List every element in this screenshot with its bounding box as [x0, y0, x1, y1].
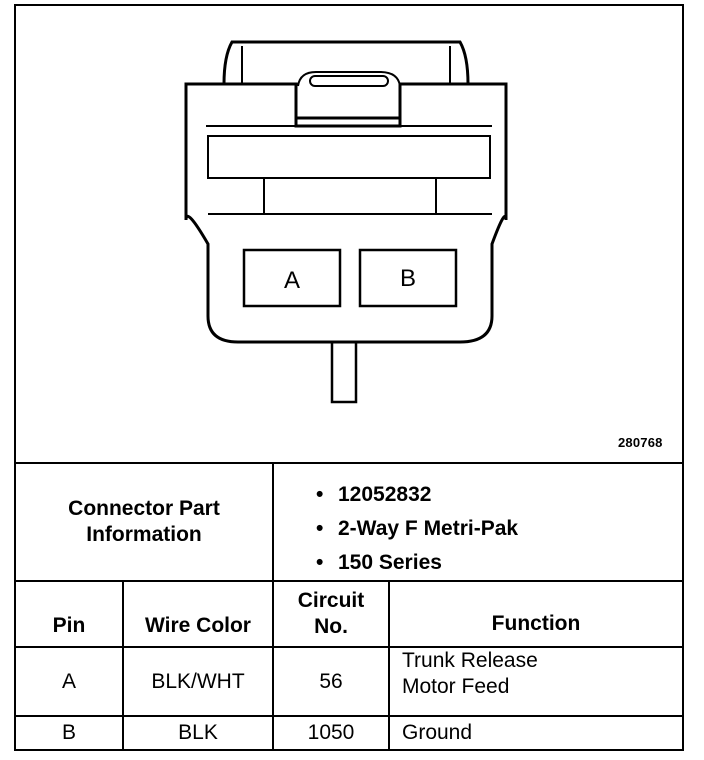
row-b-circuit: 1050	[307, 721, 355, 744]
header-wire-color: Wire Color	[145, 614, 251, 637]
part-info-list: •12052832 •2-Way F Metri-Pak •150 Series	[316, 478, 518, 580]
part-info-item: •150 Series	[316, 551, 442, 574]
divider-header	[16, 646, 682, 648]
header-circuit-no: Circuit No.	[297, 589, 365, 638]
header-function: Function	[491, 612, 581, 635]
part-info-item: •2-Way F Metri-Pak	[316, 517, 519, 540]
part-info-item: •12052832	[316, 483, 432, 506]
lock-ridge	[297, 71, 401, 87]
header-pin: Pin	[52, 614, 86, 637]
divider-col-wire	[272, 580, 274, 749]
heading-line-2: Information	[86, 523, 202, 546]
cavity-b	[358, 248, 458, 308]
connector-sheet: A B 280768 Connector Part Information •1…	[14, 4, 684, 751]
divider-col-circuit	[388, 580, 390, 749]
row-a-circuit: 56	[319, 669, 343, 693]
cavity-a	[242, 248, 342, 308]
divider-info-col	[272, 462, 274, 582]
row-a-wire-color: BLK/WHT	[151, 669, 245, 693]
pin-a-label: A	[284, 267, 300, 294]
connector-part-info-heading: Connector Part Information	[16, 464, 272, 580]
connector-diagram: A B	[184, 40, 508, 404]
wire-lead	[330, 340, 358, 404]
divider-row-a	[16, 715, 682, 717]
divider-info	[16, 580, 682, 582]
row-b-wire-color: BLK	[178, 721, 218, 744]
figure-id: 280768	[618, 435, 663, 450]
heading-line-1: Connector Part	[68, 497, 220, 520]
divider-figure	[16, 462, 682, 464]
row-b-function: Ground	[402, 721, 473, 744]
row-a-pin: A	[61, 669, 76, 693]
row-a-function: Trunk Release Motor Feed	[402, 649, 538, 698]
row-b-pin: B	[61, 721, 76, 744]
divider-col-pin	[122, 580, 124, 749]
pin-b-label: B	[400, 265, 416, 292]
